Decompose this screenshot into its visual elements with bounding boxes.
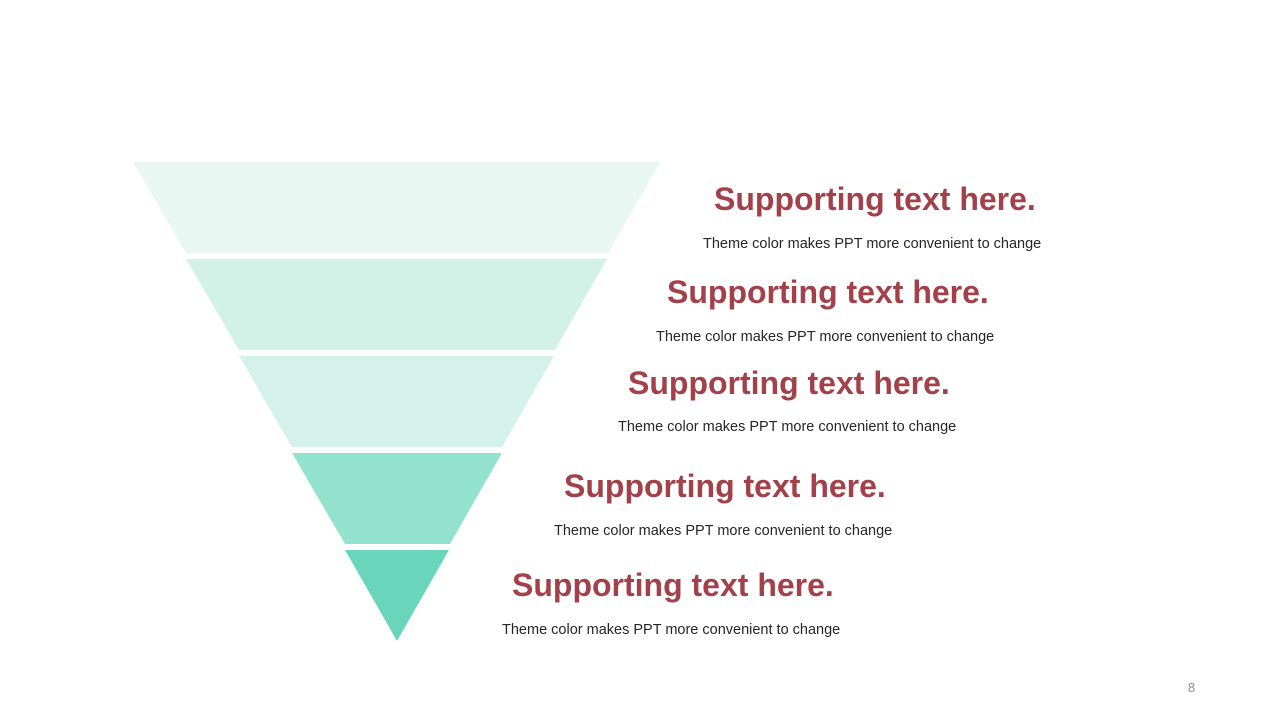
funnel-level-1	[133, 162, 660, 253]
page-number: 8	[1188, 680, 1196, 695]
funnel-level-3	[239, 356, 554, 447]
funnel-level-4	[292, 453, 502, 544]
level-heading: Supporting text here.	[714, 181, 1036, 217]
funnel-level-2	[186, 259, 607, 350]
level-description: Theme color makes PPT more convenient to…	[656, 329, 995, 345]
level-description: Theme color makes PPT more convenient to…	[703, 236, 1042, 252]
level-heading: Supporting text here.	[564, 468, 886, 504]
level-heading: Supporting text here.	[512, 567, 834, 603]
level-description: Theme color makes PPT more convenient to…	[618, 419, 957, 435]
level-description: Theme color makes PPT more convenient to…	[554, 523, 893, 539]
level-description: Theme color makes PPT more convenient to…	[502, 622, 841, 638]
level-heading: Supporting text here.	[628, 365, 950, 401]
funnel-level-5	[345, 550, 449, 641]
level-heading: Supporting text here.	[667, 274, 989, 310]
